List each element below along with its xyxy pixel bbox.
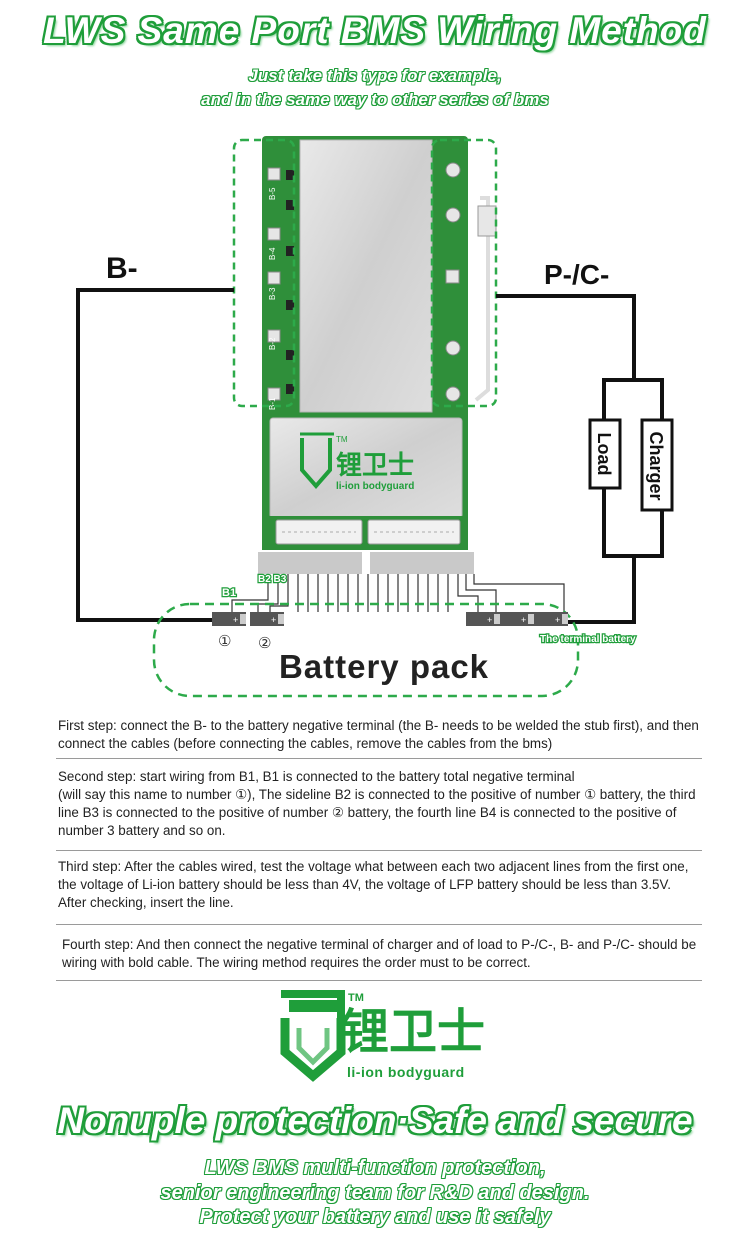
bms-board: B-5 B-4 B-3 B-2 B-1 — [262, 136, 497, 550]
right-power-highlight — [430, 138, 498, 408]
cell-number-2: ② — [258, 634, 271, 652]
cell-label-b5: B-5 — [268, 187, 277, 200]
load-box — [588, 418, 622, 490]
board-logo-english: li-ion bodyguard — [336, 481, 414, 492]
p-c-label: P-/C- — [544, 259, 609, 290]
brand-logo: TM 锂卫士 li-ion bodyguard — [275, 990, 505, 1082]
cell-label-b2: B-2 — [268, 337, 277, 350]
battery-pack-label: Battery pack — [279, 648, 489, 685]
logo-english: li-ion bodyguard — [347, 1064, 465, 1080]
divider — [56, 980, 702, 981]
step-2-line-1: Second step: start wiring from B1, B1 is… — [58, 769, 575, 784]
footer-line-1: LWS BMS multi-function protection, — [204, 1157, 546, 1179]
cell-number-1: ① — [218, 632, 231, 650]
battery-cell: + — [212, 612, 246, 626]
footer-title: Nonuple protection·Safe and secure — [57, 1100, 693, 1141]
load-label: Load — [594, 433, 614, 476]
right-pads — [445, 162, 461, 402]
battery-cells: + + + + + — [212, 612, 568, 626]
battery-cell: + — [466, 612, 500, 626]
svg-text:+: + — [233, 615, 238, 625]
subtitle-line-2: and in the same way to other series of b… — [201, 90, 549, 109]
cell-label-b4: B-4 — [268, 247, 277, 260]
balance-harness — [231, 552, 565, 612]
battery-pack-outline — [152, 602, 580, 698]
charger-label: Charger — [646, 431, 666, 500]
step-2-text: Second step: start wiring from B1, B1 is… — [58, 768, 702, 840]
cell-label-b3: B-3 — [268, 287, 277, 300]
battery-cell: + — [534, 612, 568, 626]
page-title: LWS Same Port BMS Wiring Method — [43, 10, 707, 51]
left-balance-highlight — [232, 138, 296, 408]
step-3-text: Third step: After the cables wired, test… — [58, 859, 689, 910]
svg-text:+: + — [271, 615, 276, 625]
footer-line-2: senior engineering team for R&D and desi… — [160, 1182, 590, 1204]
board-logo: TM 锂卫士 li-ion bodyguard — [300, 432, 414, 492]
footer-line-3: Protect your battery and use it safely — [199, 1206, 551, 1228]
divider — [56, 758, 702, 759]
wiring-diagram: B-5 B-4 B-3 B-2 B-1 TM 锂卫士 li-ion bodygu… — [76, 136, 674, 698]
left-pads — [267, 167, 281, 401]
svg-text:+: + — [487, 615, 492, 625]
subtitle-line-1: Just take this type for example, — [248, 66, 502, 85]
cell-label-b1: B-1 — [268, 397, 277, 410]
svg-text:+: + — [521, 615, 526, 625]
step-2-line-2: (will say this name to number ①), The si… — [58, 787, 696, 838]
step-1-text: First step: connect the B- to the batter… — [58, 718, 699, 751]
b-minus-label: B- — [106, 252, 138, 285]
step-4-text: Fourth step: And then connect the negati… — [62, 937, 697, 970]
svg-text:+: + — [555, 615, 560, 625]
wire-label-b2-b3: B2 B3 — [258, 574, 287, 585]
divider — [56, 850, 702, 851]
board-logo-chinese: 锂卫士 — [336, 451, 414, 481]
logo-tm: TM — [348, 992, 364, 1004]
charger-box — [640, 418, 674, 512]
divider — [56, 924, 702, 925]
board-logo-tm: TM — [336, 435, 348, 444]
battery-cell: + — [250, 612, 284, 626]
bold-wires — [76, 288, 664, 624]
shield-logo-icon — [280, 990, 346, 1082]
logo-chinese: 锂卫士 — [341, 1004, 486, 1060]
terminal-battery-label: The terminal battery — [540, 634, 636, 645]
wire-label-b1: B1 — [222, 587, 236, 599]
battery-cell: + — [500, 612, 534, 626]
